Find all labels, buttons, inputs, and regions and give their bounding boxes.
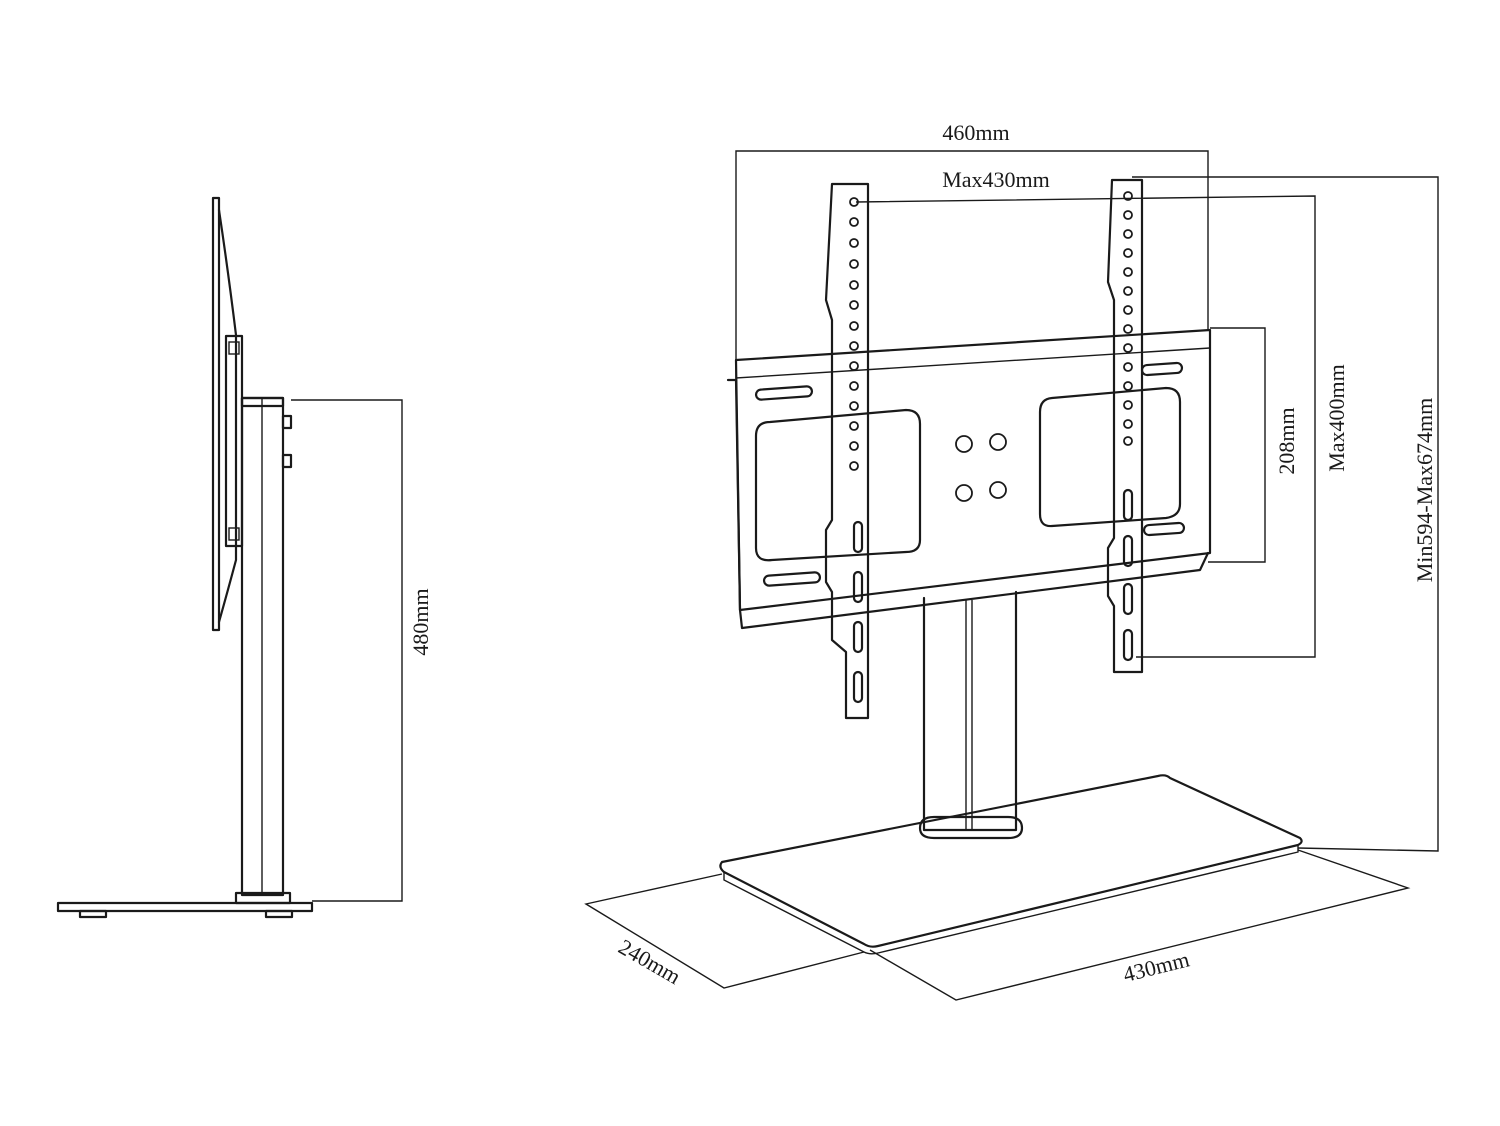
front-view: 460mm Max430mm 208mm Max400mm Min594-Max… [584,120,1439,1001]
dim-line-240 [584,873,865,989]
dim-label-total-height: Min594-Max674mm [1412,398,1437,583]
side-base-plate [56,901,314,913]
dim-line-480 [291,399,403,902]
side-tv-back-curve [217,208,238,624]
side-bracket [224,334,244,548]
dim-label-480: 480mm [408,588,433,655]
dim-label-430-base: 430mm [1121,946,1192,987]
dim-line-430-vesa [855,195,1316,658]
front-left-arm [824,182,870,720]
dim-line-total-height [1132,176,1439,852]
dim-line-430-base [869,849,1411,1001]
dim-label-208: 208mm [1274,407,1299,474]
side-tv-panel [211,196,221,632]
front-column [918,590,1024,840]
dim-label-max430: Max430mm [942,167,1050,192]
front-right-arm [1106,178,1144,674]
dim-label-max400: Max400mm [1324,364,1349,472]
dim-label-460: 460mm [942,120,1009,145]
side-bolt [281,453,293,469]
side-foot [78,909,108,919]
side-bolt [281,414,293,430]
dim-line-460 [735,150,1209,360]
dim-line-208 [1208,327,1266,563]
front-base-plate [719,774,1303,955]
front-horizontal-bracket [726,328,1212,630]
side-foot [264,909,294,919]
side-view: 480mm [56,196,433,919]
